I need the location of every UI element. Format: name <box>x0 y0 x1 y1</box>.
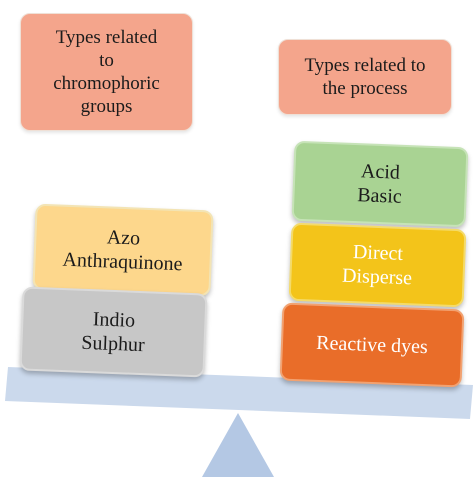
header-line: Types related to <box>304 54 426 76</box>
reactive-dyes-box: Reactive dyes <box>279 302 465 388</box>
process-types-header: Types related to the process <box>278 39 452 115</box>
box-line: Indio <box>92 307 136 332</box>
header-line: Types related <box>55 26 158 48</box>
acid-basic-box: Acid Basic <box>291 140 469 228</box>
header-line: chromophoric <box>53 73 160 94</box>
box-line: Disperse <box>341 264 413 290</box>
box-line: Sulphur <box>80 331 146 357</box>
box-line: Reactive dyes <box>315 331 429 358</box>
balance-beam <box>5 367 473 419</box>
direct-disperse-box: Direct Disperse <box>288 222 467 308</box>
box-line: Anthraquinone <box>62 248 183 276</box>
indio-sulphur-box: Indio Sulphur <box>19 286 208 378</box>
box-line: Direct <box>352 240 404 265</box>
box-line: Basic <box>356 184 403 208</box>
balance-fulcrum <box>202 413 274 477</box>
azo-anthraquinone-box: Azo Anthraquinone <box>32 203 214 297</box>
header-line: groups <box>80 96 133 118</box>
box-line: Acid <box>360 159 401 184</box>
header-line: to <box>99 49 114 71</box>
chromophoric-types-header: Types related to chromophoric groups <box>20 13 193 131</box>
box-line: Azo <box>106 225 141 250</box>
header-line: the process <box>322 78 408 99</box>
